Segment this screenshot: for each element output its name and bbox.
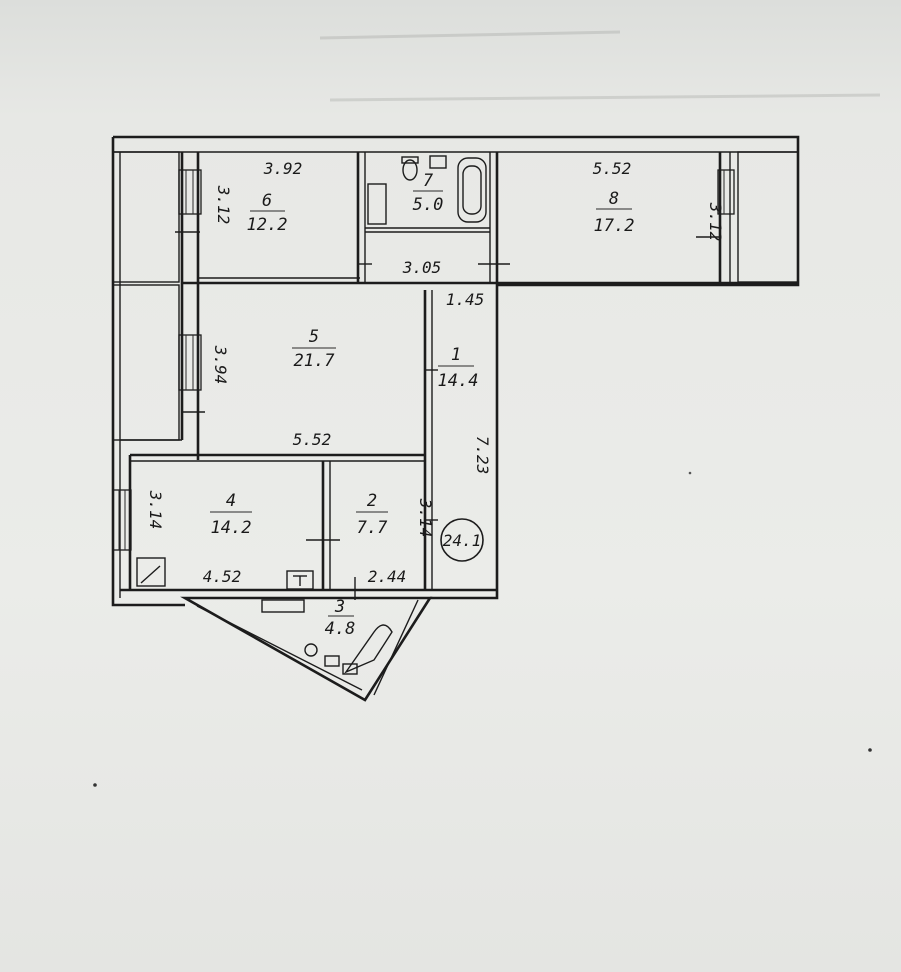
room-4-number: 4 — [226, 491, 236, 511]
total-area-stamp: 24.1 — [440, 518, 484, 562]
room-6-number: 6 — [262, 191, 272, 211]
dim-room6-width: 3.92 — [263, 159, 303, 178]
room-1-number: 1 — [451, 345, 461, 365]
room-3-number: 3 — [334, 597, 345, 617]
bathroom-fixtures — [367, 155, 487, 225]
dim-room5-width: 5.52 — [293, 430, 332, 449]
dim-hall-length: 7.23 — [473, 436, 492, 475]
room-8-area: 17.2 — [594, 216, 635, 236]
loggia-right — [737, 151, 799, 283]
room-6-area: 12.2 — [247, 215, 288, 235]
room-7-area: 5.0 — [413, 195, 444, 215]
total-area-text: 24.1 — [443, 531, 482, 550]
room-4-area: 14.2 — [211, 518, 252, 538]
room-5-number: 5 — [309, 327, 319, 347]
bleed-through-text — [319, 30, 881, 102]
room-1-area: 14.4 — [438, 371, 479, 391]
dim-room4-width: 4.52 — [203, 567, 242, 586]
dimension-labels: 3.92 5.52 3.05 1.45 5.52 4.52 2.44 3.12 … — [146, 159, 725, 586]
wedge-bathroom — [180, 596, 433, 702]
windows — [112, 169, 735, 551]
dim-room2-depth: 3.14 — [416, 498, 435, 538]
dim-room8-width: 5.52 — [593, 159, 632, 178]
dim-room5-depth: 3.94 — [211, 345, 230, 385]
room-8-number: 8 — [609, 189, 619, 209]
room-3-area: 4.8 — [325, 619, 356, 639]
room-5-area: 21.7 — [294, 351, 336, 371]
interior-walls — [120, 152, 798, 592]
dim-room8-depth: 3.12 — [706, 202, 725, 242]
room-2-number: 2 — [367, 491, 377, 511]
loggia-left — [112, 151, 180, 441]
dim-room2-width: 2.44 — [368, 567, 407, 586]
room-7-number: 7 — [423, 171, 434, 191]
dim-room4-depth: 3.14 — [146, 490, 165, 530]
dim-hall-width: 1.45 — [446, 290, 485, 309]
stray-marks — [93, 471, 872, 787]
dim-room7-width: 3.05 — [402, 258, 442, 277]
room-labels: 6 12.2 7 5.0 8 17.2 5 21.7 1 14.4 4 14.2… — [210, 171, 634, 639]
door-marks — [175, 231, 720, 600]
room-2-area: 7.7 — [357, 518, 388, 538]
kitchen-fixtures — [136, 557, 314, 590]
dim-room6-depth: 3.12 — [214, 185, 233, 225]
